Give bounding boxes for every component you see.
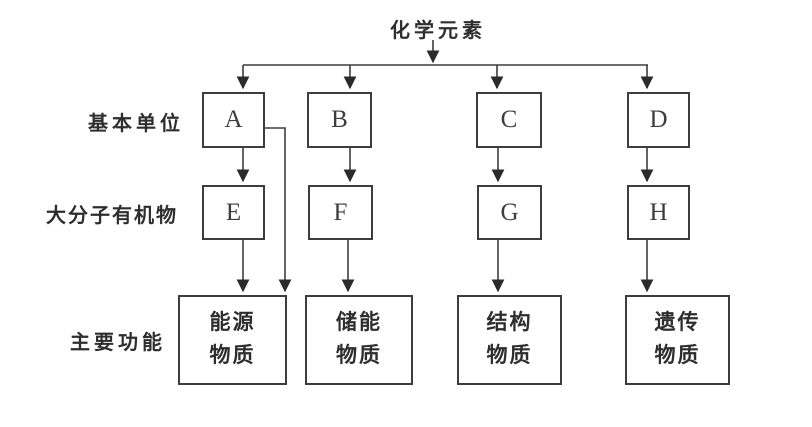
arrow-a-bypass-to-energy xyxy=(265,127,292,293)
function-box-storage: 储能 物质 xyxy=(305,295,413,385)
macromolecule-letter-e: E xyxy=(225,198,242,226)
unit-letter-b: B xyxy=(331,106,348,133)
function-box-energy: 能源 物质 xyxy=(178,295,287,385)
unit-letter-c: C xyxy=(500,106,518,133)
unit-letter-a: A xyxy=(224,106,243,133)
macromolecule-letter-h: H xyxy=(649,198,668,226)
function-box-structure: 结构 物质 xyxy=(457,295,562,385)
unit-box-b: B xyxy=(307,92,372,148)
function-text-energy: 能源 物质 xyxy=(209,311,256,367)
row-label-main-functions: 主要功能 xyxy=(70,332,166,354)
macromolecule-letter-g: G xyxy=(500,198,519,226)
function-text-storage: 储能 物质 xyxy=(336,311,382,367)
macromolecule-box-h: H xyxy=(627,185,690,240)
unit-box-c: C xyxy=(476,92,542,148)
unit-box-d: D xyxy=(627,92,690,148)
function-text-genetic: 遗传 物质 xyxy=(654,311,701,367)
diagram-title: 化学元素 xyxy=(390,20,486,42)
macromolecule-letter-f: F xyxy=(333,198,348,226)
macromolecule-box-f: F xyxy=(308,185,373,240)
unit-box-a: A xyxy=(202,92,265,148)
row-label-macromolecules: 大分子有机物 xyxy=(46,205,178,227)
unit-letter-d: D xyxy=(649,106,668,133)
macromolecule-box-e: E xyxy=(202,185,265,240)
function-text-structure: 结构 物质 xyxy=(486,311,533,367)
macromolecule-box-g: G xyxy=(477,185,542,240)
row-label-basic-units: 基本单位 xyxy=(88,113,184,135)
function-box-genetic: 遗传 物质 xyxy=(625,295,730,385)
